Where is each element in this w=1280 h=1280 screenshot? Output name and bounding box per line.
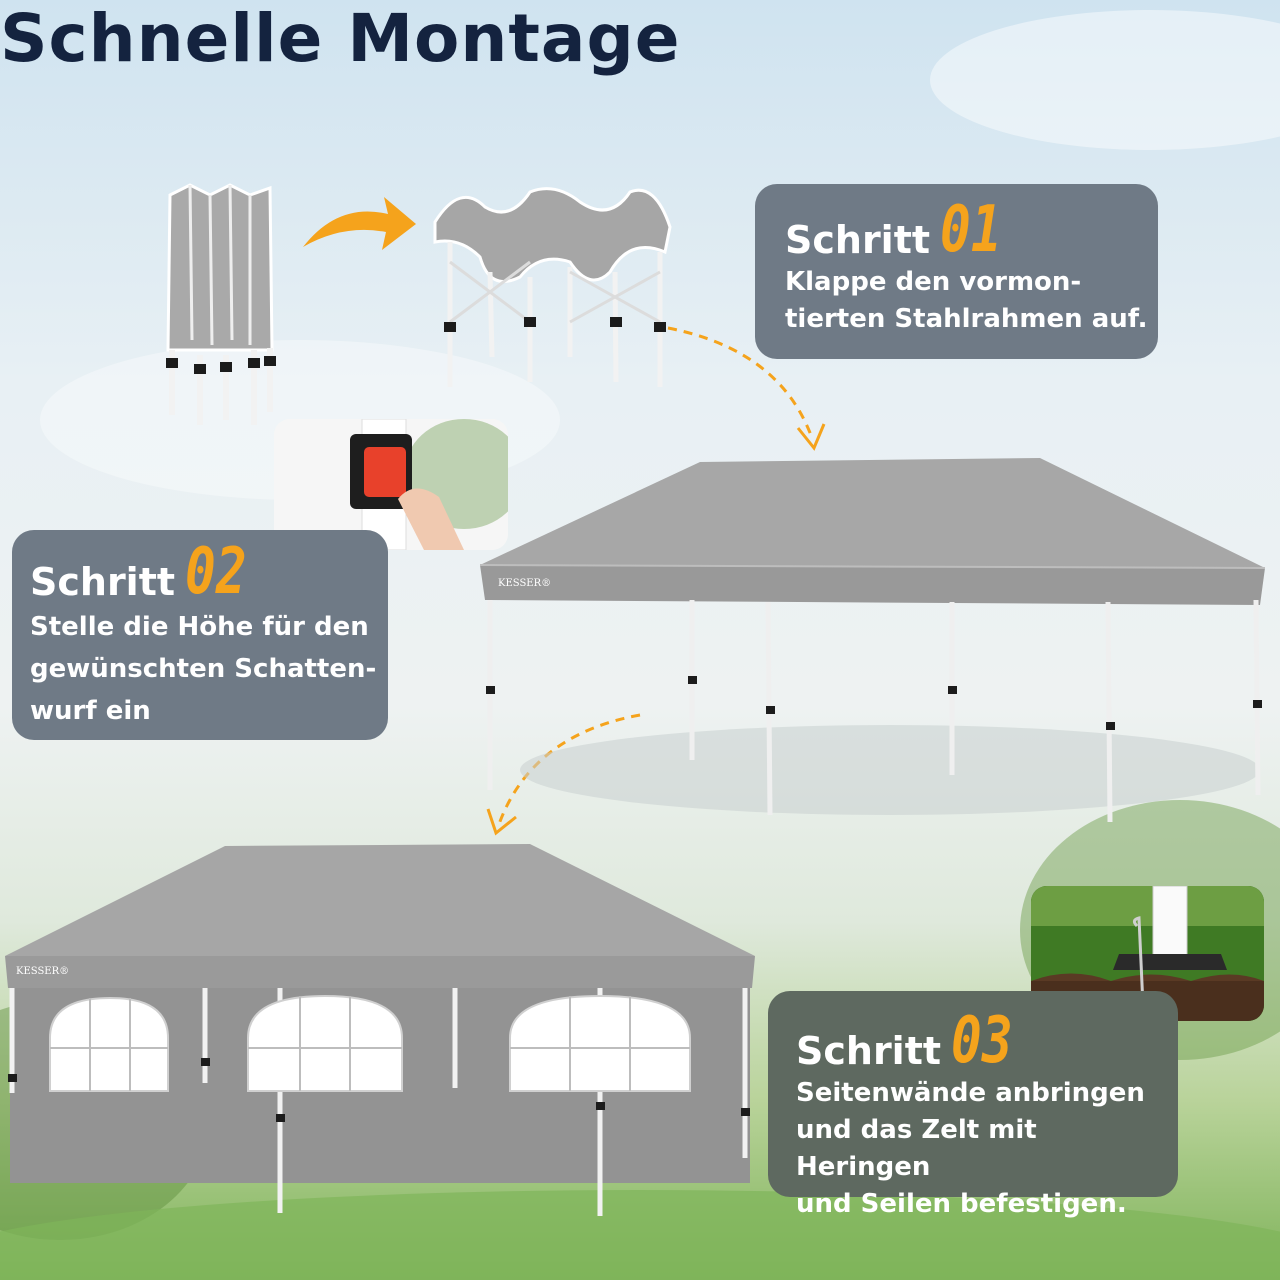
step-1-line-1: Klappe den vormon- [785,267,1082,297]
tent-with-sidewalls-image: KESSER® [5,844,755,1216]
step-3-card: Schritt 03 Seitenwände anbringen und das… [768,991,1178,1219]
step-2-number: 02 [185,535,247,609]
step-1-line-2: tierten Stahlrahmen auf. [785,304,1148,334]
window-panels [49,994,691,1092]
step-2-line-3: wurf ein [30,696,151,726]
dashed-arrow-icon [667,326,826,451]
step-3-line-3: und Seilen befestigen. [796,1189,1127,1219]
brand-logo: KESSER® [498,578,551,589]
step-2-word: Schritt [30,560,176,604]
step-1-word: Schritt [785,218,931,262]
arrow-right-icon [303,197,416,250]
page-title: Schnelle Montage [0,0,681,77]
step-2-line-1: Stelle die Höhe für den [30,612,369,642]
step-2-description: Stelle die Höhe für den gewünschten Scha… [30,606,388,732]
step-3-number: 03 [951,1004,1013,1078]
step-3-word: Schritt [796,1029,942,1073]
height-adjust-button-photo [274,419,508,550]
step-1-card: Schritt 01 Klappe den vormon- tierten St… [755,184,1158,359]
step-3-description: Seitenwände anbringen und das Zelt mit H… [796,1075,1178,1223]
unfolded-frame-image [433,187,672,387]
canopy-tent-image: KESSER® [479,458,1266,823]
folded-frame-image [166,183,276,425]
brand-logo: KESSER® [16,966,69,977]
step-2-heading: Schritt 02 [30,540,388,604]
step-1-number: 01 [940,193,1002,267]
step-1-description: Klappe den vormon- tierten Stahlrahmen a… [785,264,1158,338]
step-3-heading: Schritt 03 [796,1009,1178,1073]
step-2-line-2: gewünschten Schatten- [30,654,377,684]
step-3-line-1: Seitenwände anbringen [796,1078,1145,1108]
step-1-heading: Schritt 01 [785,198,1158,262]
push-button-icon [274,419,508,550]
step-2-card: Schritt 02 Stelle die Höhe für den gewün… [12,530,388,740]
step-3-line-2: und das Zelt mit Heringen [796,1115,1037,1182]
